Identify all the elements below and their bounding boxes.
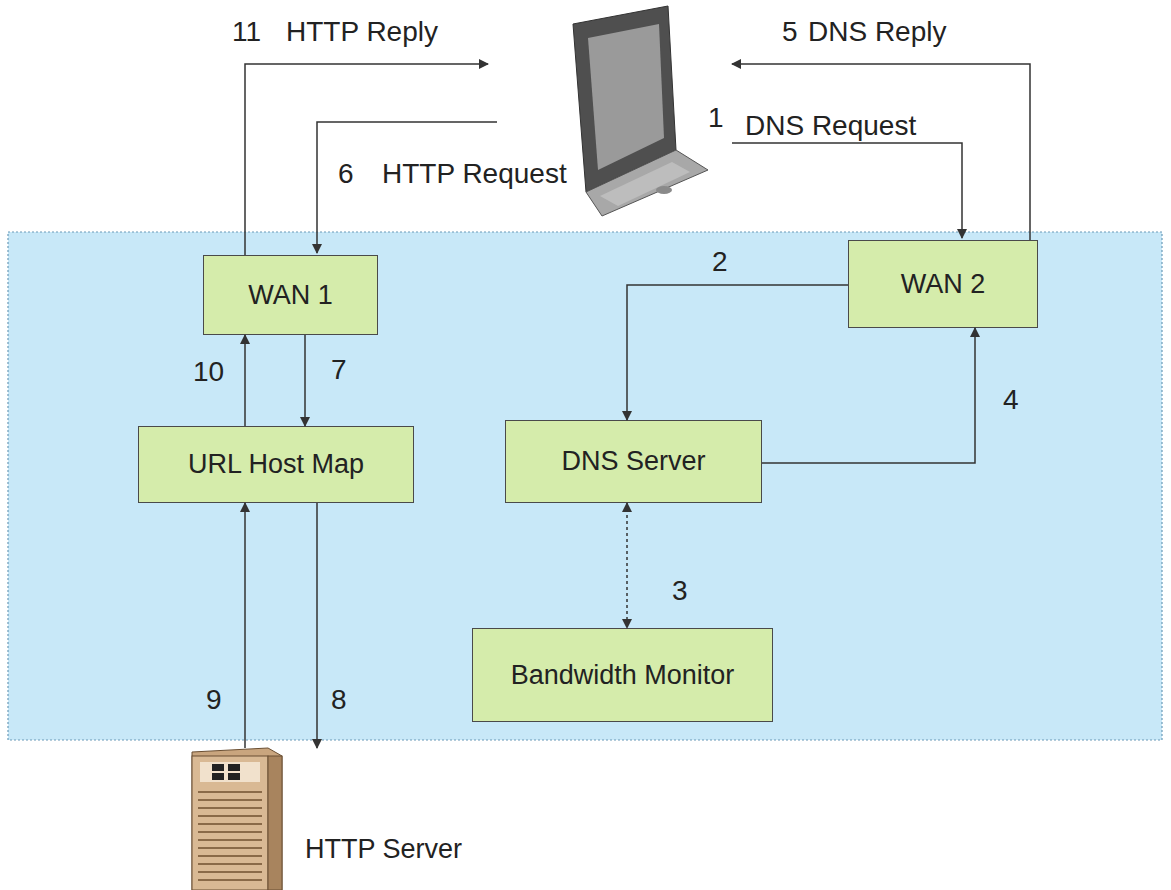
- step-number: 1: [708, 104, 724, 132]
- step-number: 5: [782, 18, 798, 46]
- flow-arrow: [244, 335, 246, 426]
- step-number: 2: [712, 248, 728, 276]
- server-node: HTTP Server: [190, 748, 480, 890]
- system-band: [8, 232, 1162, 740]
- step-number: 6: [338, 160, 354, 188]
- node-text: DNS Server: [561, 446, 705, 477]
- flow-arrow: [762, 328, 975, 463]
- flow-label: HTTP Reply: [286, 18, 438, 46]
- laptop-illustration: [573, 6, 708, 216]
- step-number: 11: [232, 18, 261, 46]
- server-box: DNS Server: [505, 420, 762, 503]
- flow-arrow: [627, 285, 848, 420]
- dns-reply-wire: [732, 64, 1030, 240]
- server-illustration: [192, 748, 282, 890]
- wan-box: WAN 1: [203, 255, 378, 335]
- node-text: WAN 1: [248, 280, 333, 311]
- flow-arrow: [244, 503, 246, 748]
- node-text: HTTP Server: [305, 834, 462, 865]
- flow-arrow: [316, 503, 318, 748]
- node-text: URL Host Map: [188, 449, 364, 480]
- node-text: Bandwidth Monitor: [511, 660, 735, 691]
- dns-request-wire: [732, 143, 962, 238]
- process-box: URL Host Map: [138, 426, 414, 503]
- monitor-box: Bandwidth Monitor: [472, 628, 773, 722]
- flow-arrow: [626, 503, 628, 628]
- step-number: 4: [1003, 386, 1019, 414]
- flow-label: HTTP Request: [382, 160, 567, 188]
- step-number: 7: [331, 356, 347, 384]
- step-number: 10: [193, 358, 224, 386]
- step-number: 9: [206, 686, 222, 714]
- node-text: WAN 2: [901, 269, 986, 300]
- step-number: 8: [331, 686, 347, 714]
- step-number: 3: [672, 577, 688, 605]
- flow-label: DNS Reply: [808, 18, 946, 46]
- wan-box: WAN 2: [848, 240, 1038, 328]
- flow-arrow: [304, 335, 306, 426]
- flow-label: DNS Request: [745, 112, 916, 140]
